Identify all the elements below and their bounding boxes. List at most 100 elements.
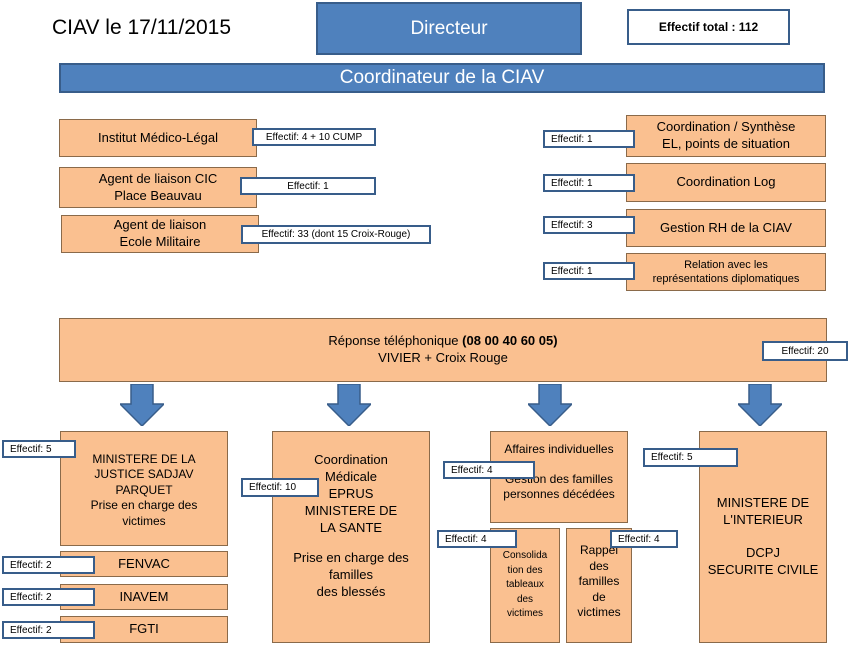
justice-line: MINISTERE DE LA [92,451,196,466]
interior-line: L'INTERIEUR [723,512,803,528]
medical-line: Prise en charge des [293,550,409,566]
staff-badge-coordination-synthese-label: Effectif: 1 [551,133,593,145]
staff-badge-gestion-rh: Effectif: 3 [543,216,635,234]
staff-badge-medical-label: Effectif: 10 [249,482,297,493]
justice-line: victimes [122,513,166,528]
staff-badge-phone: Effectif: 20 [762,341,848,361]
staff-badge-inavem-label: Effectif: 2 [10,591,52,603]
total-staff-label: Effectif total : 112 [658,20,759,34]
staff-badge-fenvac-label: Effectif: 2 [10,559,52,571]
medical-line: LA SANTE [319,519,383,535]
staff-badge-gestion-rh-label: Effectif: 3 [551,219,593,231]
unit-cic: Agent de liaison CIC Place Beauvau [59,167,257,208]
staff-badge-justice: Effectif: 5 [2,440,76,458]
staff-badge-rappel: Effectif: 4 [610,530,678,548]
staff-badge-coordination-log-label: Effectif: 1 [551,177,593,189]
medical-line: des blessés [316,584,386,600]
staff-badge-fgti: Effectif: 2 [2,621,95,639]
unit-gestion-rh: Gestion RH de la CIAV [626,209,826,247]
staff-badge-justice-label: Effectif: 5 [10,443,52,455]
rappel-line: victimes [577,605,621,620]
interior-line: DCPJ [746,545,780,560]
unit-ecole-militaire-line1: Agent de liaison [113,217,207,233]
staff-badge-iml: Effectif: 4 + 10 CUMP [252,128,376,146]
phone-response-line2: VIVIER + Croix Rouge [378,350,508,365]
director-label: Directeur [410,17,488,39]
staff-badge-relations-diplomatiques-label: Effectif: 1 [551,265,593,277]
staff-badge-coordination-synthese: Effectif: 1 [543,130,635,148]
interior-line: SECURITE CIVILE [707,561,819,577]
phone-response-line1: Réponse téléphonique (08 00 40 60 05) [328,333,557,350]
staff-badge-fgti-label: Effectif: 2 [10,624,52,636]
rappel-line: des [589,558,609,573]
unit-iml: Institut Médico-Légal [59,119,257,157]
total-staff-box: Effectif total : 112 [627,9,790,45]
unit-coordination-synthese-line1: Coordination / Synthèse [656,119,796,135]
staff-badge-relations-diplomatiques: Effectif: 1 [543,262,635,280]
staff-badge-medical: Effectif: 10 [241,478,319,497]
director-box: Directeur [316,2,582,55]
staff-badge-inavem: Effectif: 2 [2,588,95,606]
unit-coordination-synthese-line2: EL, points de situation [662,136,790,151]
consolidation-line: tion des [507,564,543,576]
down-arrow-icon [327,384,371,426]
fenvac-label: FENVAC [118,555,170,571]
medical-line: familles [328,567,374,583]
staff-badge-cic-label: Effectif: 1 [287,180,329,192]
consolidation-line: Consolida [502,550,548,561]
justice-line: PARQUET [115,482,173,497]
unit-coordination-log: Coordination Log [626,163,826,202]
unit-relations-diplomatiques-line1: Relation avec les [684,258,768,271]
consolidation-line: tableaux [506,579,544,590]
staff-badge-interior-label: Effectif: 5 [651,452,693,463]
medical-line: MINISTERE DE [304,502,398,518]
staff-badge-interior: Effectif: 5 [643,448,738,467]
justice-line: Prise en charge des [90,498,198,513]
unit-ecole-militaire-line2: Ecole Militaire [119,234,201,249]
unit-relations-diplomatiques: Relation avec les représentations diplom… [626,253,826,291]
medical-line: EPRUS [328,485,374,501]
affairs-line: Affaires individuelles [504,442,614,456]
staff-badge-ecole-militaire-label: Effectif: 33 (dont 15 Croix-Rouge) [261,229,411,240]
staff-badge-iml-label: Effectif: 4 + 10 CUMP [265,131,363,143]
coordinator-bar: Coordinateur de la CIAV [59,63,825,93]
medical-box: Coordination Médicale EPRUS MINISTERE DE… [272,431,430,643]
staff-badge-cic: Effectif: 1 [240,177,376,195]
unit-cic-line1: Agent de liaison CIC [98,170,218,186]
unit-coordination-log-label: Coordination Log [676,174,776,190]
rappel-line: de [592,589,606,604]
staff-badge-consolidation: Effectif: 4 [437,530,517,548]
staff-badge-coordination-log: Effectif: 1 [543,174,635,192]
down-arrow-icon [120,384,164,426]
medical-line: Médicale [324,468,378,484]
phone-response-prefix: Réponse téléphonique [328,333,463,349]
coordinator-label: Coordinateur de la CIAV [339,67,545,88]
down-arrow-icon [528,384,572,426]
staff-badge-fenvac: Effectif: 2 [2,556,95,574]
unit-gestion-rh-label: Gestion RH de la CIAV [660,219,792,235]
affairs-line: personnes décédées [503,487,615,502]
unit-coordination-synthese: Coordination / Synthèse EL, points de si… [626,115,826,157]
consolidation-line: des [516,593,534,605]
staff-badge-ecole-militaire: Effectif: 33 (dont 15 Croix-Rouge) [241,225,431,244]
staff-badge-phone-label: Effectif: 20 [781,345,829,357]
rappel-line: Rappel [579,543,619,557]
staff-badge-rappel-label: Effectif: 4 [618,533,660,545]
staff-badge-affairs-label: Effectif: 4 [451,464,493,476]
consolidation-line: victimes [506,608,544,619]
phone-response-box: Réponse téléphonique (08 00 40 60 05) VI… [59,318,827,382]
phone-number: (08 00 40 60 05) [462,333,558,349]
rappel-line: familles [578,574,620,589]
staff-badge-affairs: Effectif: 4 [443,461,535,479]
justice-line: JUSTICE SADJAV [94,467,194,482]
unit-relations-diplomatiques-line2: représentations diplomatiques [652,273,800,285]
unit-cic-line2: Place Beauvau [114,187,202,203]
medical-line: Coordination [314,452,388,467]
unit-iml-label: Institut Médico-Légal [98,129,218,145]
down-arrow-icon [738,384,782,426]
unit-ecole-militaire: Agent de liaison Ecole Militaire [61,215,259,253]
inavem-label: INAVEM [119,588,169,604]
date-label: CIAV le 17/11/2015 [52,16,232,39]
staff-badge-consolidation-label: Effectif: 4 [445,533,487,545]
interior-line: MINISTERE DE [716,495,810,511]
